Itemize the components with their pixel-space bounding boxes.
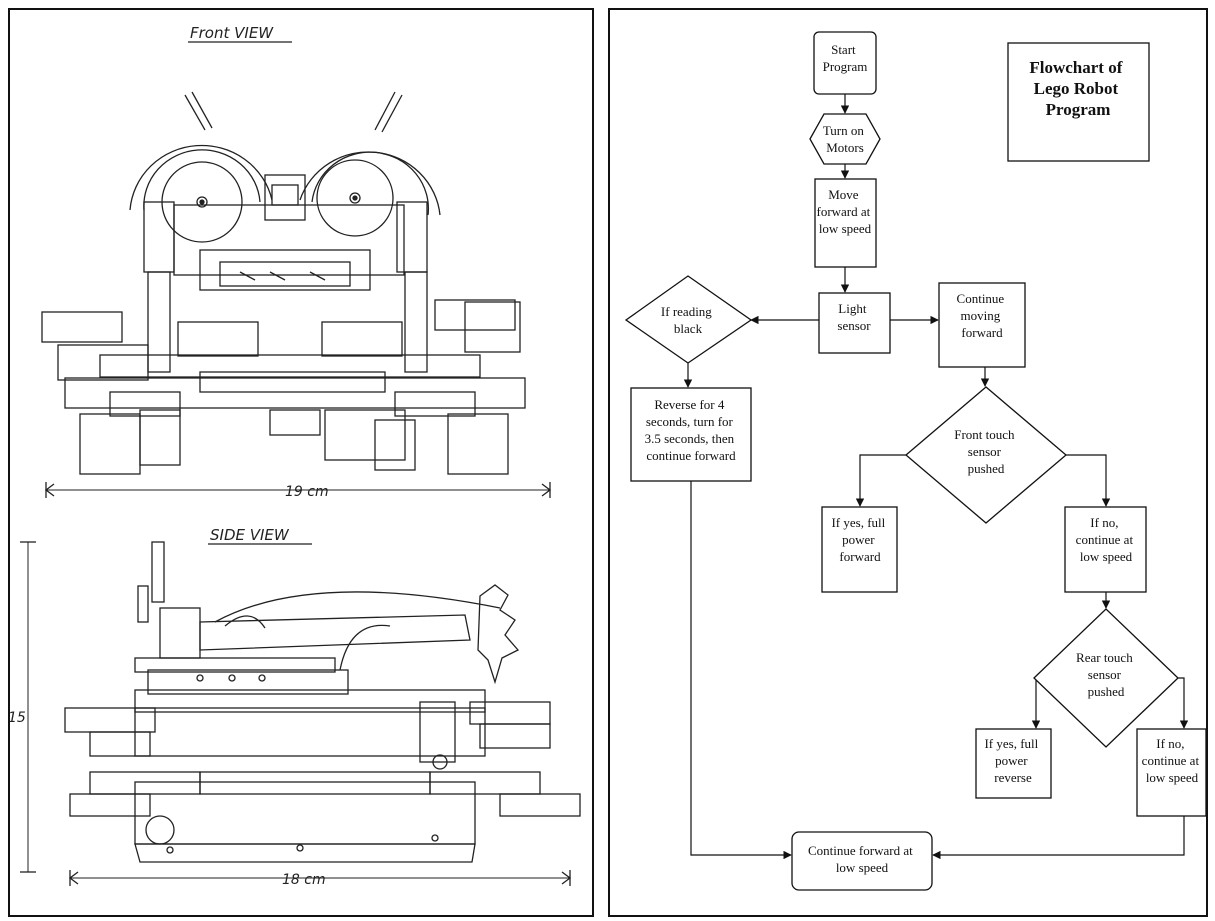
node-rear-touch: Rear touch sensor pushed: [1033, 608, 1179, 748]
node-final: Continue forward at low speed: [791, 831, 933, 891]
robot-drawing-panel: Front VIEW: [8, 8, 594, 917]
svg-text:Continue moving: Continue moving forward: [957, 291, 1008, 340]
svg-text:Front touch sensor: Front touch sensor pushed: [954, 427, 1018, 476]
svg-text:If reading black: If reading black: [661, 304, 715, 336]
title-line-1: Flowchart of: [1029, 58, 1122, 77]
svg-text:If yes, full power: If yes, full power forward: [831, 515, 888, 564]
node-rear-no: If no, continue at low speed: [1136, 728, 1207, 817]
flowchart-panel: Flowchart of Lego Robot Program Start Pr…: [608, 8, 1208, 917]
title-line-3: Program: [1046, 100, 1111, 119]
node-reverse: Reverse for 4 seconds, turn for 3.5 seco…: [630, 387, 752, 482]
node-continue-moving: Continue moving forward: [938, 282, 1026, 368]
side-view-drawing: [20, 541, 581, 886]
front-width-label: 19 cm: [285, 484, 329, 500]
node-front-no: If no, continue at low speed: [1064, 506, 1147, 593]
edge-front-yes: [855, 454, 906, 507]
svg-text:Flowchart of Lego Robo: Flowchart of Lego Robot Program: [1029, 58, 1126, 119]
title-line-2: Lego Robot: [1034, 79, 1119, 98]
edge-reverse-final: [690, 481, 792, 860]
svg-text:Turn on Motors: Turn on Motors: [823, 123, 867, 155]
node-light-sensor: Light sensor: [818, 292, 891, 354]
svg-text:If no, continue at: If no, continue at low speed: [1076, 515, 1137, 564]
front-view-drawing: [41, 91, 552, 498]
side-width-label: 18 cm: [282, 872, 326, 888]
node-start: Start Program: [813, 31, 877, 95]
node-move: Move forward at low speed: [814, 178, 877, 268]
svg-text:Reverse for 4 seconds,: Reverse for 4 seconds, turn for 3.5 seco…: [645, 397, 738, 463]
flowchart-svg: Flowchart of Lego Robot Program Start Pr…: [624, 31, 1207, 891]
front-view-label: Front VIEW: [190, 24, 274, 42]
flowchart-title-box: Flowchart of Lego Robot Program: [1007, 42, 1150, 162]
edge-front-no: [1066, 454, 1111, 507]
side-height-label: 15: [10, 710, 26, 726]
svg-text:If no, continue at: If no, continue at low speed: [1142, 736, 1203, 785]
svg-text:If yes, full power: If yes, full power reverse: [984, 736, 1041, 785]
node-rear-yes: If yes, full power reverse: [975, 728, 1052, 799]
robot-drawing-svg: Front VIEW: [10, 24, 581, 888]
svg-text:Move forward at: Move forward at low speed: [816, 187, 873, 236]
svg-text:Rear touch sensor: Rear touch sensor pushed: [1076, 650, 1136, 699]
svg-text:Continue forward at lo: Continue forward at low speed: [808, 843, 916, 875]
node-reading-black: If reading black: [624, 275, 753, 364]
node-front-touch: Front touch sensor pushed: [904, 386, 1068, 524]
svg-text:Light sensor: Light sensor: [837, 301, 871, 333]
node-front-yes: If yes, full power forward: [821, 506, 898, 593]
edge-rearno-final: [932, 816, 1185, 860]
connectors: [683, 94, 1189, 860]
svg-text:Start Program: Start Program: [823, 42, 868, 74]
side-view-label: SIDE VIEW: [210, 526, 290, 544]
node-motors: Turn on Motors: [809, 113, 881, 165]
